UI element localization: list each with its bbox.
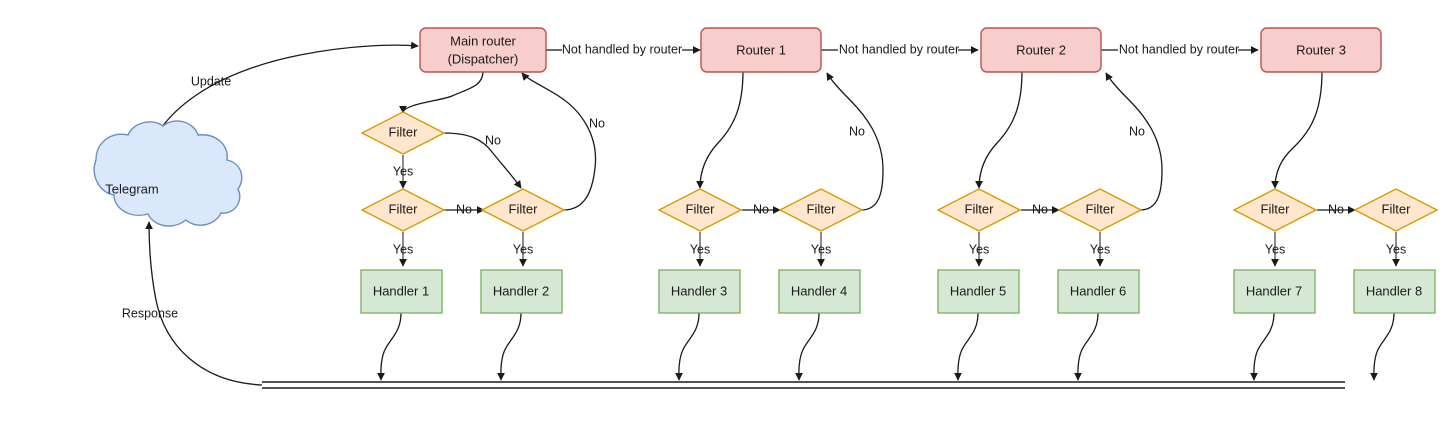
edge-label-update: Update bbox=[191, 74, 231, 88]
filter-label: Filter bbox=[389, 201, 419, 216]
node-filter-0b[interactable]: Filter bbox=[480, 188, 566, 232]
edge-handler7-to-bar bbox=[1250, 312, 1275, 381]
edge-label-no: No bbox=[753, 202, 769, 216]
node-handler-4[interactable]: Handler 4 bbox=[778, 269, 861, 314]
filter-label: Filter bbox=[1382, 201, 1412, 216]
edge-filter-1b-no-to-router1 bbox=[826, 72, 884, 211]
handler-label: Handler 5 bbox=[950, 283, 1006, 298]
edge-response bbox=[145, 221, 263, 386]
edge-label-no: No bbox=[1129, 124, 1145, 138]
filter-label: Filter bbox=[1086, 201, 1116, 216]
edge-label-yes: Yes bbox=[811, 242, 831, 256]
node-filter-1a[interactable]: Filter bbox=[657, 188, 743, 232]
edge-update bbox=[145, 41, 419, 160]
node-filter-0a[interactable]: Filter bbox=[360, 188, 446, 232]
edge-handler3-to-bar bbox=[675, 312, 700, 381]
filter-label: Filter bbox=[1261, 201, 1291, 216]
node-telegram-cloud[interactable]: Telegram bbox=[93, 120, 243, 227]
edge-handler1-to-bar bbox=[377, 312, 402, 381]
edge-label-no: No bbox=[1032, 202, 1048, 216]
handler-label: Handler 4 bbox=[791, 283, 847, 298]
edge-label-yes: Yes bbox=[690, 242, 710, 256]
filter-label: Filter bbox=[686, 201, 716, 216]
node-router-3[interactable]: Router 3 bbox=[1260, 27, 1382, 73]
node-handler-2[interactable]: Handler 2 bbox=[480, 269, 563, 314]
telegram-label: Telegram bbox=[105, 181, 158, 196]
handler-label: Handler 1 bbox=[373, 283, 429, 298]
edge-label-not-handled-1: Not handled by router bbox=[562, 42, 682, 56]
edge-filter-0b-no-to-dispatcher bbox=[521, 72, 597, 211]
node-router-1[interactable]: Router 1 bbox=[700, 27, 822, 73]
edge-label-yes: Yes bbox=[1386, 242, 1406, 256]
node-router-2[interactable]: Router 2 bbox=[980, 27, 1102, 73]
edge-router2-to-filter-2a bbox=[975, 70, 1023, 189]
node-filter-2b[interactable]: Filter bbox=[1057, 188, 1143, 232]
node-handler-8[interactable]: Handler 8 bbox=[1353, 269, 1436, 314]
edge-handler8-to-bar bbox=[1370, 312, 1395, 381]
edge-label-yes: Yes bbox=[1265, 242, 1285, 256]
edge-label-no: No bbox=[589, 116, 605, 130]
edge-label-yes: Yes bbox=[1090, 242, 1110, 256]
edge-filter-top-no bbox=[443, 132, 522, 189]
edge-handler6-to-bar bbox=[1074, 312, 1099, 381]
node-handler-1[interactable]: Handler 1 bbox=[360, 269, 443, 314]
node-filter-1b[interactable]: Filter bbox=[778, 188, 864, 232]
node-filter-2a[interactable]: Filter bbox=[936, 188, 1022, 232]
edge-label-not-handled-2: Not handled by router bbox=[839, 42, 959, 56]
node-handler-5[interactable]: Handler 5 bbox=[937, 269, 1020, 314]
edge-router3-to-filter-3a bbox=[1271, 70, 1323, 189]
filter-label: Filter bbox=[965, 201, 995, 216]
edge-label-yes: Yes bbox=[393, 242, 413, 256]
node-handler-7[interactable]: Handler 7 bbox=[1233, 269, 1316, 314]
filter-label: Filter bbox=[807, 201, 837, 216]
router2-label: Router 2 bbox=[1016, 42, 1066, 57]
edge-label-no: No bbox=[1328, 202, 1344, 216]
edge-label-no: No bbox=[485, 133, 501, 147]
node-filter-dispatcher-top[interactable]: Filter bbox=[360, 111, 446, 155]
edge-router1-to-filter-1a bbox=[696, 70, 744, 189]
edge-label-no: No bbox=[456, 202, 472, 216]
router1-label: Router 1 bbox=[736, 42, 786, 57]
node-router-dispatcher[interactable]: Main router (Dispatcher) bbox=[419, 27, 547, 73]
filter-label: Filter bbox=[389, 124, 419, 139]
handler-label: Handler 8 bbox=[1366, 283, 1422, 298]
edge-dispatcher-to-filter-top bbox=[399, 70, 484, 114]
edge-filter-2b-no-to-router2 bbox=[1105, 72, 1163, 211]
dispatcher-label-line1: Main router bbox=[450, 33, 516, 48]
edge-label-not-handled-3: Not handled by router bbox=[1119, 42, 1239, 56]
edge-handler2-to-bar bbox=[497, 312, 522, 381]
edge-label-yes: Yes bbox=[393, 164, 413, 178]
edge-label-yes: Yes bbox=[513, 242, 533, 256]
handler-label: Handler 2 bbox=[493, 283, 549, 298]
handler-label: Handler 3 bbox=[671, 283, 727, 298]
edge-label-no: No bbox=[849, 124, 865, 138]
router3-label: Router 3 bbox=[1296, 42, 1346, 57]
node-handler-3[interactable]: Handler 3 bbox=[658, 269, 741, 314]
edge-handler5-to-bar bbox=[954, 312, 979, 381]
node-filter-3a[interactable]: Filter bbox=[1232, 188, 1318, 232]
handler-label: Handler 7 bbox=[1246, 283, 1302, 298]
edge-label-response: Response bbox=[122, 306, 178, 320]
filter-label: Filter bbox=[509, 201, 539, 216]
node-handler-6[interactable]: Handler 6 bbox=[1057, 269, 1140, 314]
edge-handler4-to-bar bbox=[795, 312, 820, 381]
handler-label: Handler 6 bbox=[1070, 283, 1126, 298]
edge-label-yes: Yes bbox=[969, 242, 989, 256]
node-filter-3b[interactable]: Filter bbox=[1353, 188, 1439, 232]
dispatcher-label-line2: (Dispatcher) bbox=[448, 51, 519, 66]
